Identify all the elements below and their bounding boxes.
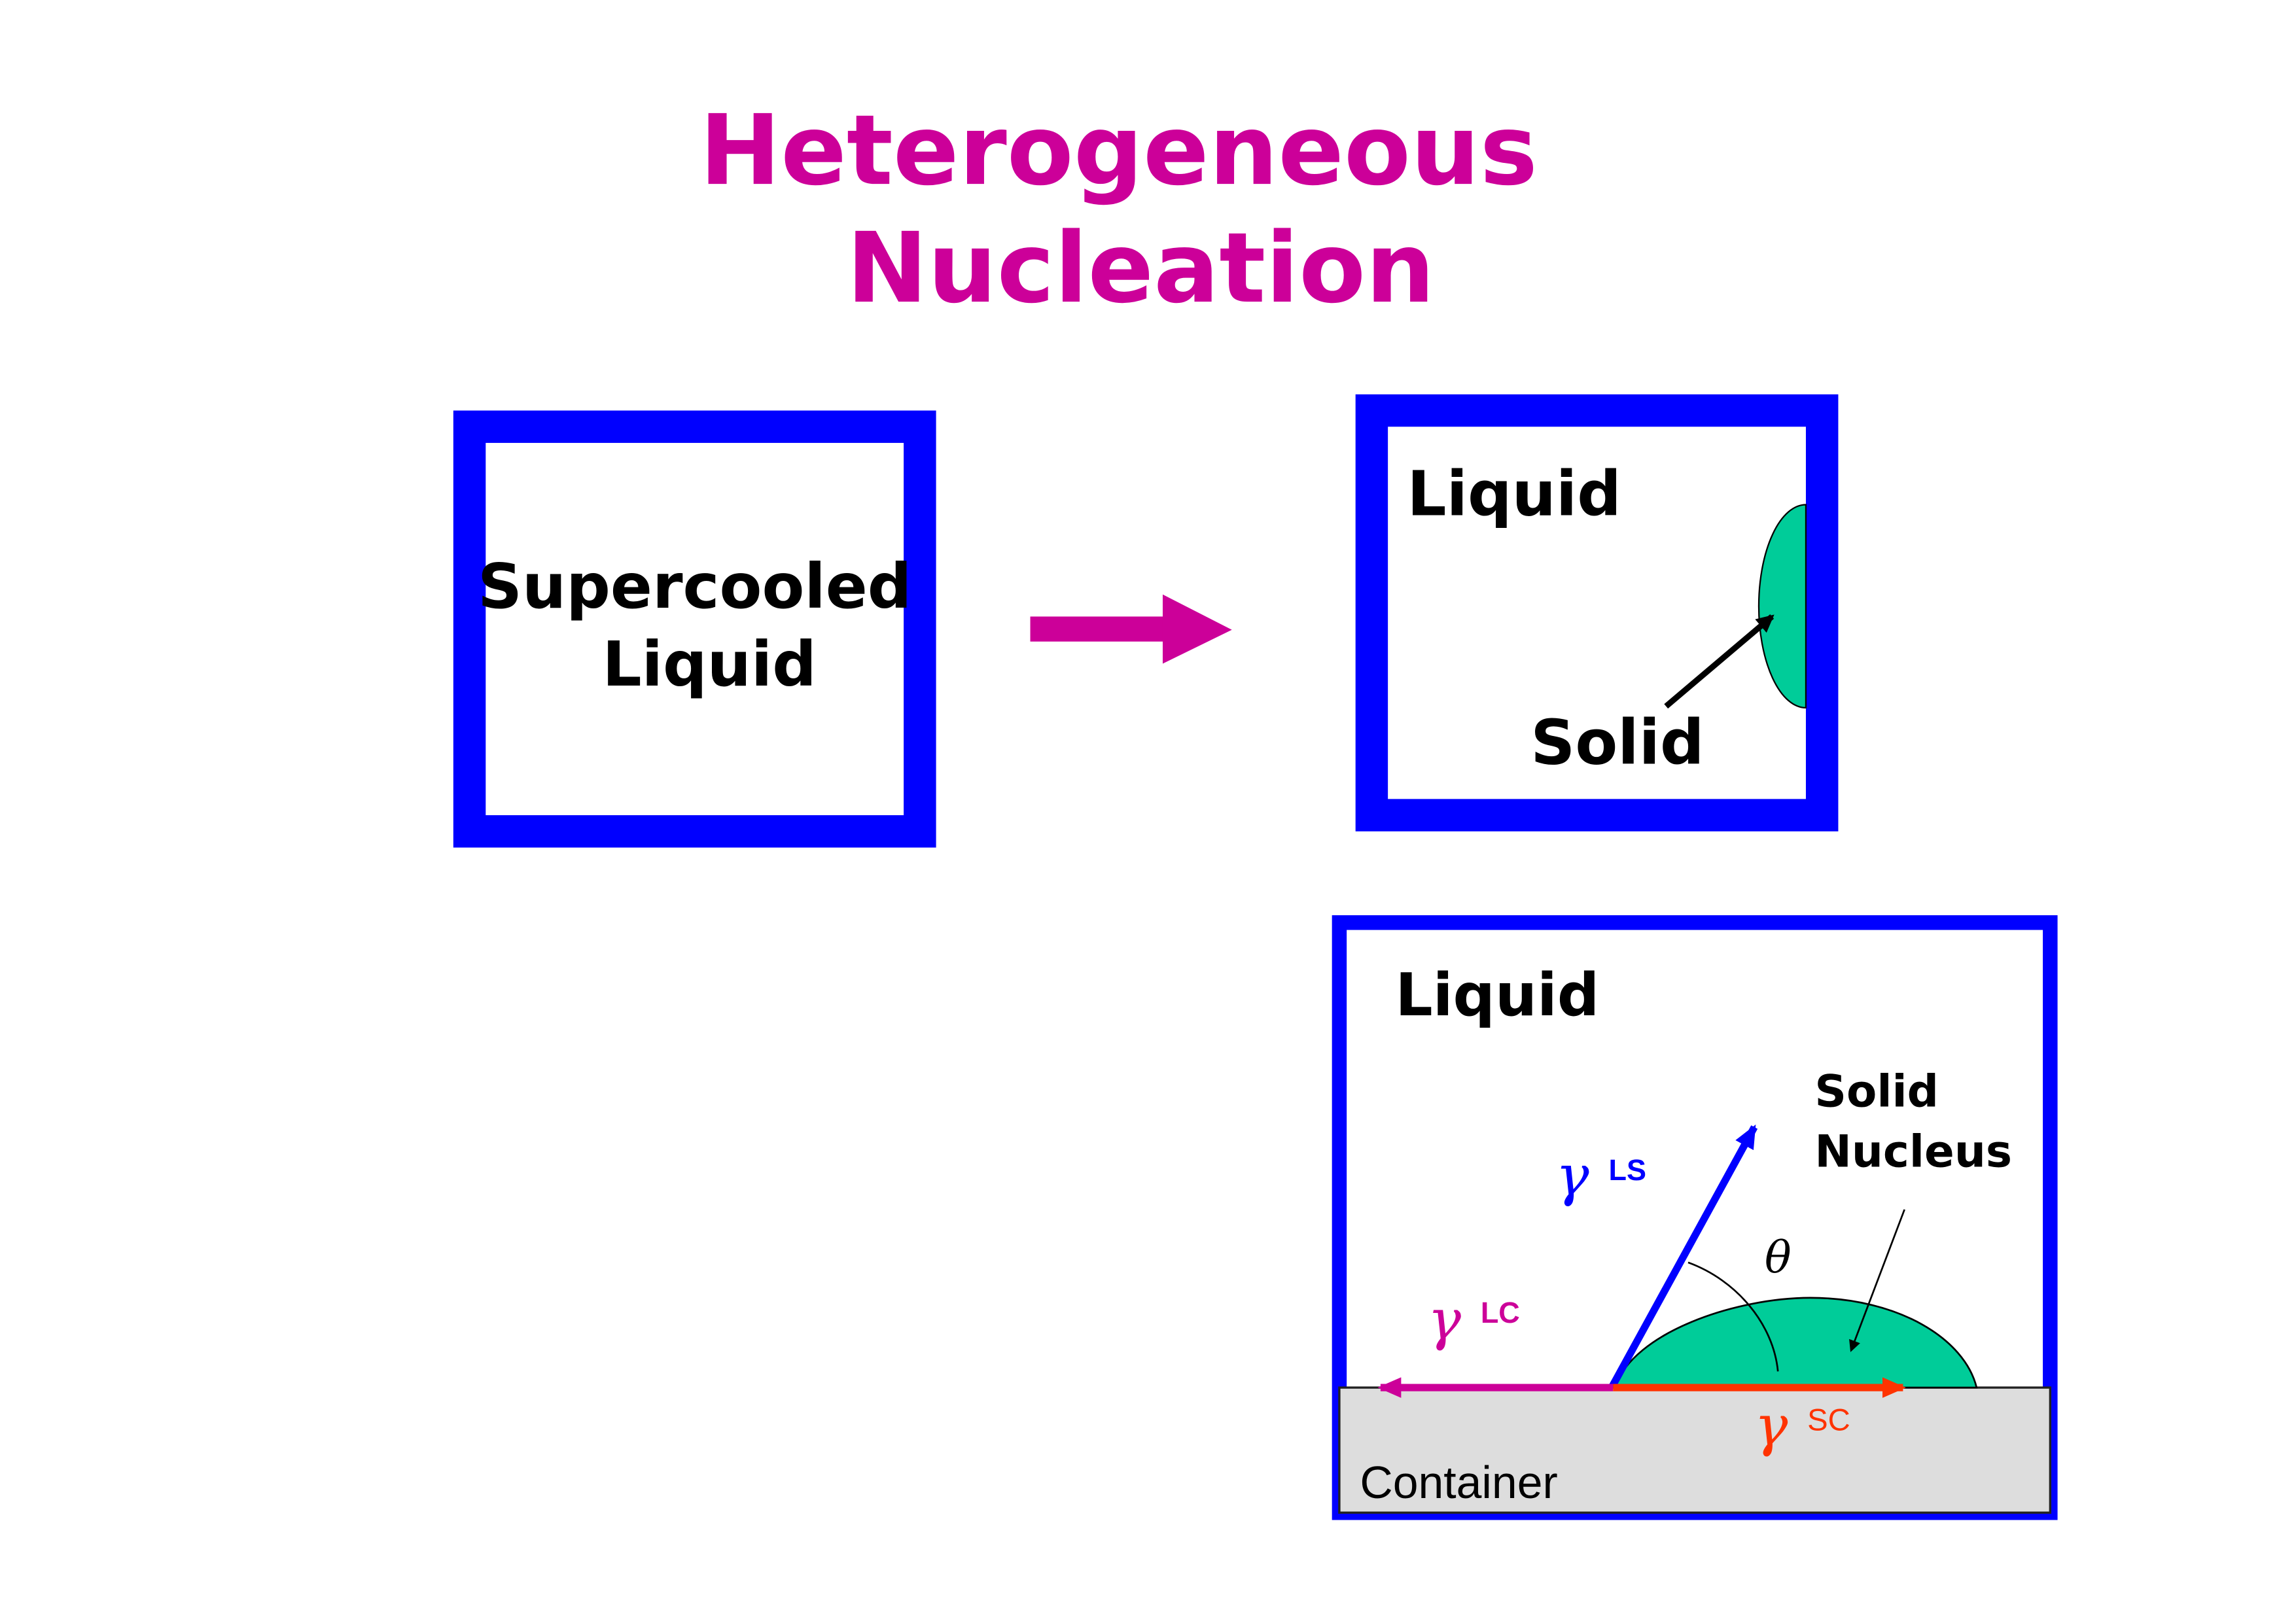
- solid-nucleus: [1613, 1297, 1978, 1389]
- gamma-ls-subscript: LS: [1609, 1153, 1646, 1187]
- gamma-sc-symbol: γ: [1754, 1394, 1788, 1459]
- gamma-sc-subscript: SC: [1807, 1403, 1850, 1437]
- liquid-label: Liquid: [1407, 458, 1621, 530]
- liquid-label: Liquid: [1395, 961, 1599, 1030]
- container-box: [1355, 394, 1839, 831]
- nucleus-pointer-arrow-icon: [1849, 1209, 1905, 1352]
- gamma-ls-vector: [1608, 1125, 1758, 1389]
- container-wall: [1338, 1386, 2052, 1514]
- theta-symbol: θ: [1765, 1232, 1792, 1283]
- supercooled-liquid-panel: Supercooled Liquid: [453, 410, 936, 848]
- liquid-label: Liquid: [602, 629, 816, 701]
- container-box: [453, 410, 936, 848]
- transition-arrow-icon: [1030, 594, 1232, 664]
- title-line-2: Nucleation: [847, 212, 1435, 325]
- pointer-arrow-icon: [1664, 614, 1775, 709]
- solid-label: Solid: [1530, 707, 1704, 778]
- contact-angle-panel: Liquid Solid Nucleus θ γ LS γ LC γ SC Co…: [1332, 915, 2058, 1520]
- title-line-1: Heterogeneous: [699, 94, 1538, 207]
- solid-nucleus-label-1: Solid: [1814, 1065, 1939, 1117]
- gamma-ls-symbol: γ: [1556, 1143, 1590, 1208]
- solid-nucleus: [1757, 504, 1807, 709]
- supercooled-label: Supercooled: [478, 551, 911, 623]
- solid-nucleus-label-2: Nucleus: [1814, 1126, 2012, 1178]
- gamma-lc-subscript: LC: [1481, 1296, 1520, 1329]
- container-label: Container: [1360, 1457, 1557, 1508]
- gamma-lc-symbol: γ: [1428, 1288, 1462, 1353]
- nucleated-panel: Liquid Solid: [1355, 394, 1839, 831]
- contact-angle-arc: [1687, 1261, 1779, 1372]
